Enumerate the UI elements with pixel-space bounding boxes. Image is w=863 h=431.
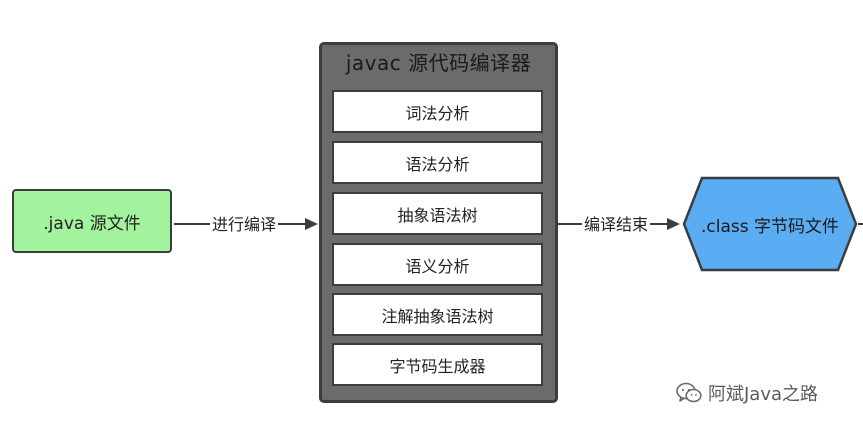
stage-bytecode-generator: 字节码生成器 <box>332 343 543 386</box>
finish-edge-label: 编译结束 <box>582 215 651 235</box>
wechat-icon <box>676 382 702 403</box>
stage-semantic-analysis: 语义分析 <box>332 243 543 286</box>
java-source-node: .java 源文件 <box>12 189 172 253</box>
class-bytecode-node: .class 字节码文件 <box>682 176 858 272</box>
compile-edge-arrowhead <box>305 218 318 230</box>
stage-lexical-analysis: 词法分析 <box>332 90 543 133</box>
stage-label: 字节码生成器 <box>389 356 486 376</box>
javac-compiler-title: javac 源代码编译器 <box>345 51 532 75</box>
stage-syntax-analysis: 语法分析 <box>332 141 543 184</box>
stage-label: 语义分析 <box>405 256 470 276</box>
compile-edge-label: 进行编译 <box>210 215 279 235</box>
java-source-label: .java 源文件 <box>43 213 141 234</box>
class-bytecode-label: .class 字节码文件 <box>700 216 839 237</box>
javac-compiler-group: javac 源代码编译器 词法分析 语法分析 抽象语法树 语义分析 注解抽象语法… <box>319 42 558 403</box>
class-bytecode-node-shape <box>682 176 858 272</box>
stage-label: 语法分析 <box>405 154 470 174</box>
watermark: 阿斌Java之路 <box>676 380 818 406</box>
stage-label: 注解抽象语法树 <box>381 306 494 326</box>
finish-edge-arrowhead <box>667 218 680 230</box>
stage-label: 抽象语法树 <box>397 205 478 225</box>
stage-abstract-syntax-tree: 抽象语法树 <box>332 192 543 235</box>
stage-label: 词法分析 <box>405 103 470 123</box>
stage-annotated-syntax-tree: 注解抽象语法树 <box>332 293 543 336</box>
outgoing-edge-stub <box>858 223 863 225</box>
watermark-text: 阿斌Java之路 <box>708 384 819 405</box>
